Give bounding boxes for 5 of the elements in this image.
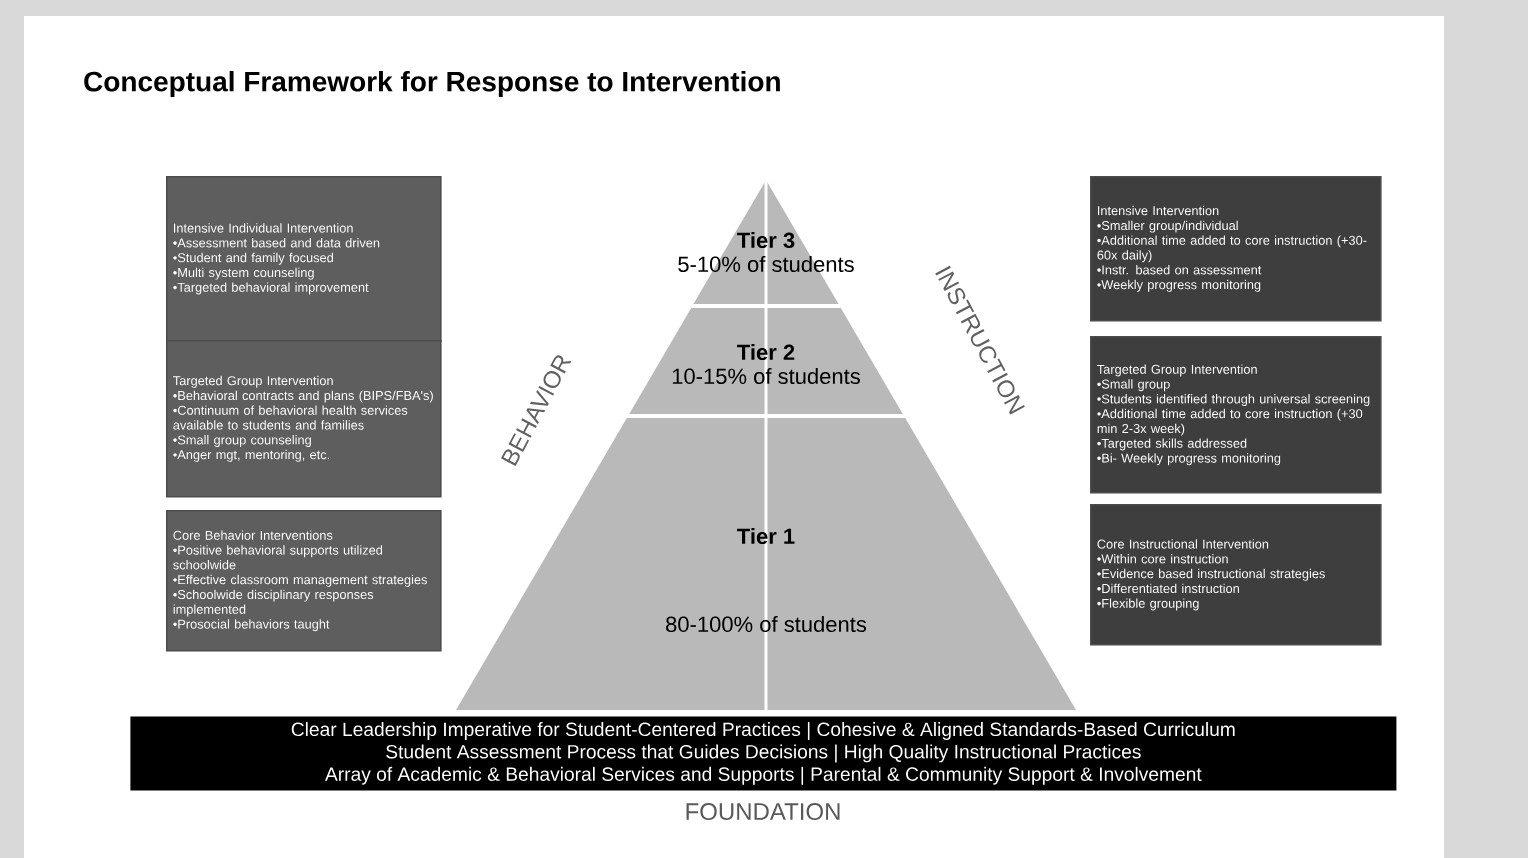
foundation-band: Clear Leadership Imperative for Student-Centered Practices | Cohesive & Aligned Standards-Based Curriculum Student Assessment Process that Guides Decisions | High Quality Instructional Practices Array of Academic & Behavioral Services and Supports | Parental & Community Support & Involvement: [130, 716, 1397, 791]
foundation-label: FOUNDATION: [686, 803, 840, 821]
tier-section: Tier 2 10-15% of students: [629, 308, 903, 414]
tier-section: Tier 3 5-10% of students: [678, 180, 854, 304]
title: Conceptual Framework for Response to Intervention: [84, 70, 780, 98]
